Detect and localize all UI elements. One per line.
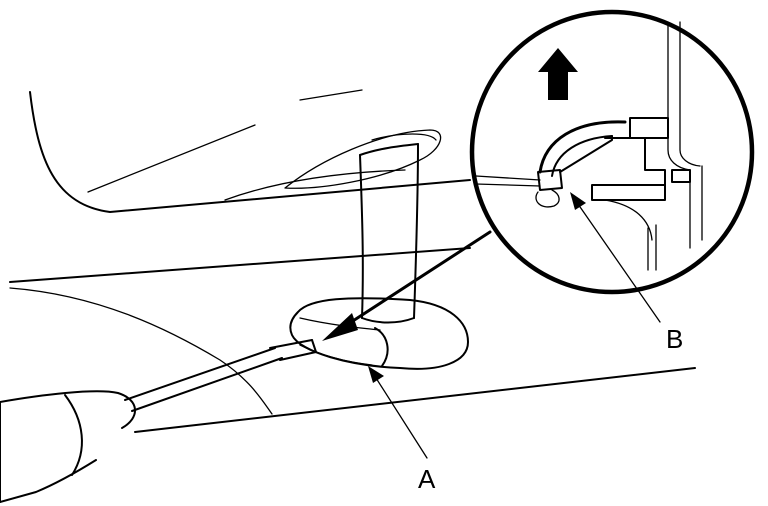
body-panel xyxy=(9,89,696,433)
screwdriver-icon xyxy=(0,339,317,503)
belt-guide-cover xyxy=(289,297,469,370)
detail-leader-arrow xyxy=(322,230,492,341)
callout-a-label: A xyxy=(418,464,436,494)
callout-b-leader xyxy=(570,192,661,323)
callout-b-label: B xyxy=(666,324,683,354)
detail-circle xyxy=(469,9,755,295)
callout-a-leader xyxy=(368,366,428,459)
up-arrow-icon xyxy=(538,48,578,100)
